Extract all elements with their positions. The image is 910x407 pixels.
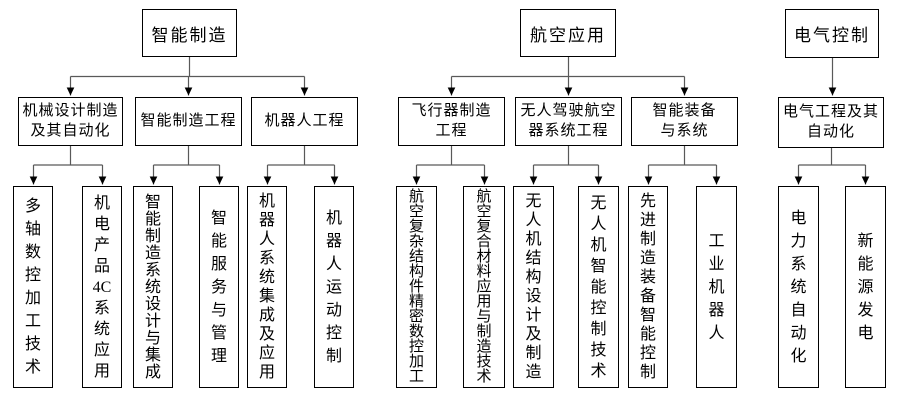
cluster-label: 电气控制 <box>794 26 870 45</box>
major-box-intelligent-equipment-systems: 智能装备 与系统 <box>631 97 738 146</box>
major-label: 无人驾驶航空 器系统工程 <box>520 102 617 139</box>
course-label: 工 业 机 器 人 <box>708 232 725 342</box>
major-label: 智能制造工程 <box>140 112 237 129</box>
course-label: 航 空 复 合 材 料 应 用 与 制 造 技 术 <box>476 188 492 385</box>
cluster-label: 航空应用 <box>530 25 606 45</box>
major-label: 电气工程及其 自动化 <box>782 103 879 140</box>
major-box-uav-systems-engineering: 无人驾驶航空 器系统工程 <box>515 97 622 146</box>
course-label: 机 电 产 品 4C 系 统 应 用 <box>92 194 112 380</box>
course-label: 机 器 人 运 动 控 制 <box>325 209 342 365</box>
course-box-new-energy-generation: 新 能 源 发 电 <box>845 186 886 388</box>
course-label: 多 轴 数 控 加 工 技 术 <box>24 198 41 376</box>
major-label: 机械设计制造 及其自动化 <box>22 102 119 139</box>
course-box-uav-intelligent-control: 无 人 机 智 能 控 制 技 术 <box>578 186 619 388</box>
course-label: 无 人 机 结 构 设 计 及 制 造 <box>525 193 542 381</box>
course-box-power-system-automation: 电 力 系 统 自 动 化 <box>778 186 819 388</box>
course-label: 新 能 源 发 电 <box>857 232 874 342</box>
course-label: 无 人 机 智 能 控 制 技 术 <box>590 194 607 380</box>
course-label: 智 能 制 造 系 统 设 计 与 集 成 <box>144 193 161 381</box>
major-label: 机器人工程 <box>264 112 345 129</box>
course-box-aero-complex-precision-cnc: 航 空 复 杂 结 构 件 精 密 数 控 加 工 <box>396 186 437 388</box>
major-box-electrical-engineering-automation: 电气工程及其 自动化 <box>778 97 884 148</box>
course-box-robot-motion-control: 机 器 人 运 动 控 制 <box>314 186 354 388</box>
course-box-advanced-equipment-intelligent-control: 先 进 制 造 装 备 智 能 控 制 <box>628 186 668 388</box>
cluster-box-aviation-application: 航空应用 <box>520 9 616 57</box>
course-box-multi-axis-cnc: 多 轴 数 控 加 工 技 术 <box>13 186 53 388</box>
course-box-mechatronic-4c-systems: 机 电 产 品 4C 系 统 应 用 <box>82 186 122 388</box>
course-box-intelligent-service-management: 智 能 服 务 与 管 理 <box>199 186 239 388</box>
course-box-aero-composite-materials: 航 空 复 合 材 料 应 用 与 制 造 技 术 <box>463 186 505 388</box>
cluster-box-electrical-control: 电气控制 <box>785 9 879 58</box>
course-label: 智 能 服 务 与 管 理 <box>210 209 227 365</box>
major-box-mechanical-design: 机械设计制造 及其自动化 <box>18 97 123 146</box>
major-box-intelligent-manufacturing-engineering: 智能制造工程 <box>135 97 242 146</box>
course-box-industrial-robot: 工 业 机 器 人 <box>696 186 737 388</box>
major-box-aircraft-manufacturing-engineering: 飞行器制造 工程 <box>398 97 505 146</box>
major-label: 智能装备 与系统 <box>652 102 717 139</box>
course-label: 先 进 制 造 装 备 智 能 控 制 <box>639 193 656 381</box>
course-box-robot-system-integration: 机 器 人 系 统 集 成 及 应 用 <box>247 186 287 388</box>
major-label: 飞行器制造 工程 <box>411 102 492 139</box>
course-box-im-system-design-integration: 智 能 制 造 系 统 设 计 与 集 成 <box>133 186 173 388</box>
cluster-box-intelligent-manufacturing: 智能制造 <box>142 9 237 57</box>
course-box-uav-structure-design: 无 人 机 结 构 设 计 及 制 造 <box>513 186 554 388</box>
major-box-robot-engineering: 机器人工程 <box>251 97 358 146</box>
course-label: 机 器 人 系 统 集 成 及 应 用 <box>258 193 275 381</box>
course-label: 航 空 复 杂 结 构 件 精 密 数 控 加 工 <box>408 188 424 385</box>
cluster-label: 智能制造 <box>151 25 228 45</box>
course-label: 电 力 系 统 自 动 化 <box>790 209 807 365</box>
